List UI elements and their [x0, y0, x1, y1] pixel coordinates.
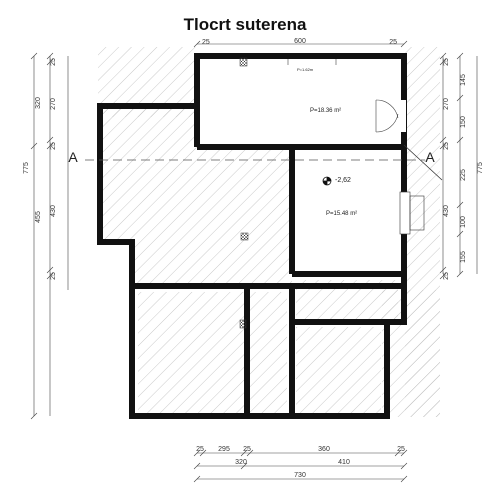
right-dimension-ticks — [439, 52, 464, 280]
window-note: P=1.62m — [297, 67, 314, 72]
top-dim-end: 25 — [389, 39, 397, 46]
column-marker — [239, 319, 247, 329]
left-inner-dim: 25 — [50, 58, 57, 66]
top-dim-total: 600 — [294, 38, 306, 45]
bottom-dim: 25 — [397, 446, 405, 453]
bottom-total-dim: 730 — [294, 472, 306, 479]
bottom-dim: 360 — [318, 446, 330, 453]
left-inner-dim: 25 — [50, 272, 57, 280]
section-marker-left: A — [68, 149, 78, 165]
left-inner-dim: 25 — [50, 142, 57, 150]
right-outer-dim: 155 — [460, 251, 467, 263]
drain-marker — [240, 232, 249, 241]
top-dimension — [193, 40, 408, 48]
left-inner-dim: 430 — [50, 205, 57, 217]
bottom-dim: 320 — [235, 459, 247, 466]
left-total-dim: 775 — [23, 162, 30, 174]
right-inner-dim: 25 — [443, 272, 450, 280]
right-outer-dim: 225 — [460, 169, 467, 181]
left-outer-dim: 320 — [35, 97, 42, 109]
bottom-dim: 410 — [338, 459, 350, 466]
right-inner-dim: 270 — [443, 98, 450, 110]
column-marker — [239, 57, 248, 67]
elevation-marker-icon — [322, 176, 332, 186]
walls — [97, 53, 407, 419]
bottom-dim: 295 — [218, 446, 230, 453]
room-area-middle: P=15.48 m² — [326, 211, 357, 217]
bottom-dim: 25 — [196, 446, 204, 453]
right-outer-dim: 100 — [460, 216, 467, 228]
bottom-dimension-ticks — [193, 449, 408, 483]
section-marker-right: A — [425, 149, 435, 165]
right-inner-dim: 430 — [443, 205, 450, 217]
right-outer-dim: 145 — [460, 74, 467, 86]
elevation-value: -2,62 — [335, 177, 351, 184]
bottom-dim: 25 — [243, 446, 251, 453]
left-inner-dim: 270 — [50, 98, 57, 110]
bottom-dimension-lines — [197, 452, 404, 480]
top-dim-start: 25 — [202, 39, 210, 46]
right-inner-dim: 25 — [443, 142, 450, 150]
right-dimension-lines — [442, 56, 478, 274]
left-dimension-lines — [33, 56, 69, 416]
right-inner-dim: 25 — [443, 58, 450, 66]
plan-title: Tlocrt suterena — [184, 15, 307, 34]
section-line — [85, 144, 443, 181]
right-outer-dim: 150 — [460, 116, 467, 128]
doors — [287, 59, 425, 235]
room-area-upper: P=18.36 m² — [310, 108, 341, 114]
room-fills — [103, 109, 398, 413]
left-dimension-ticks — [30, 52, 54, 420]
right-total-dim: 775 — [477, 162, 484, 174]
left-outer-dim: 455 — [35, 211, 42, 223]
